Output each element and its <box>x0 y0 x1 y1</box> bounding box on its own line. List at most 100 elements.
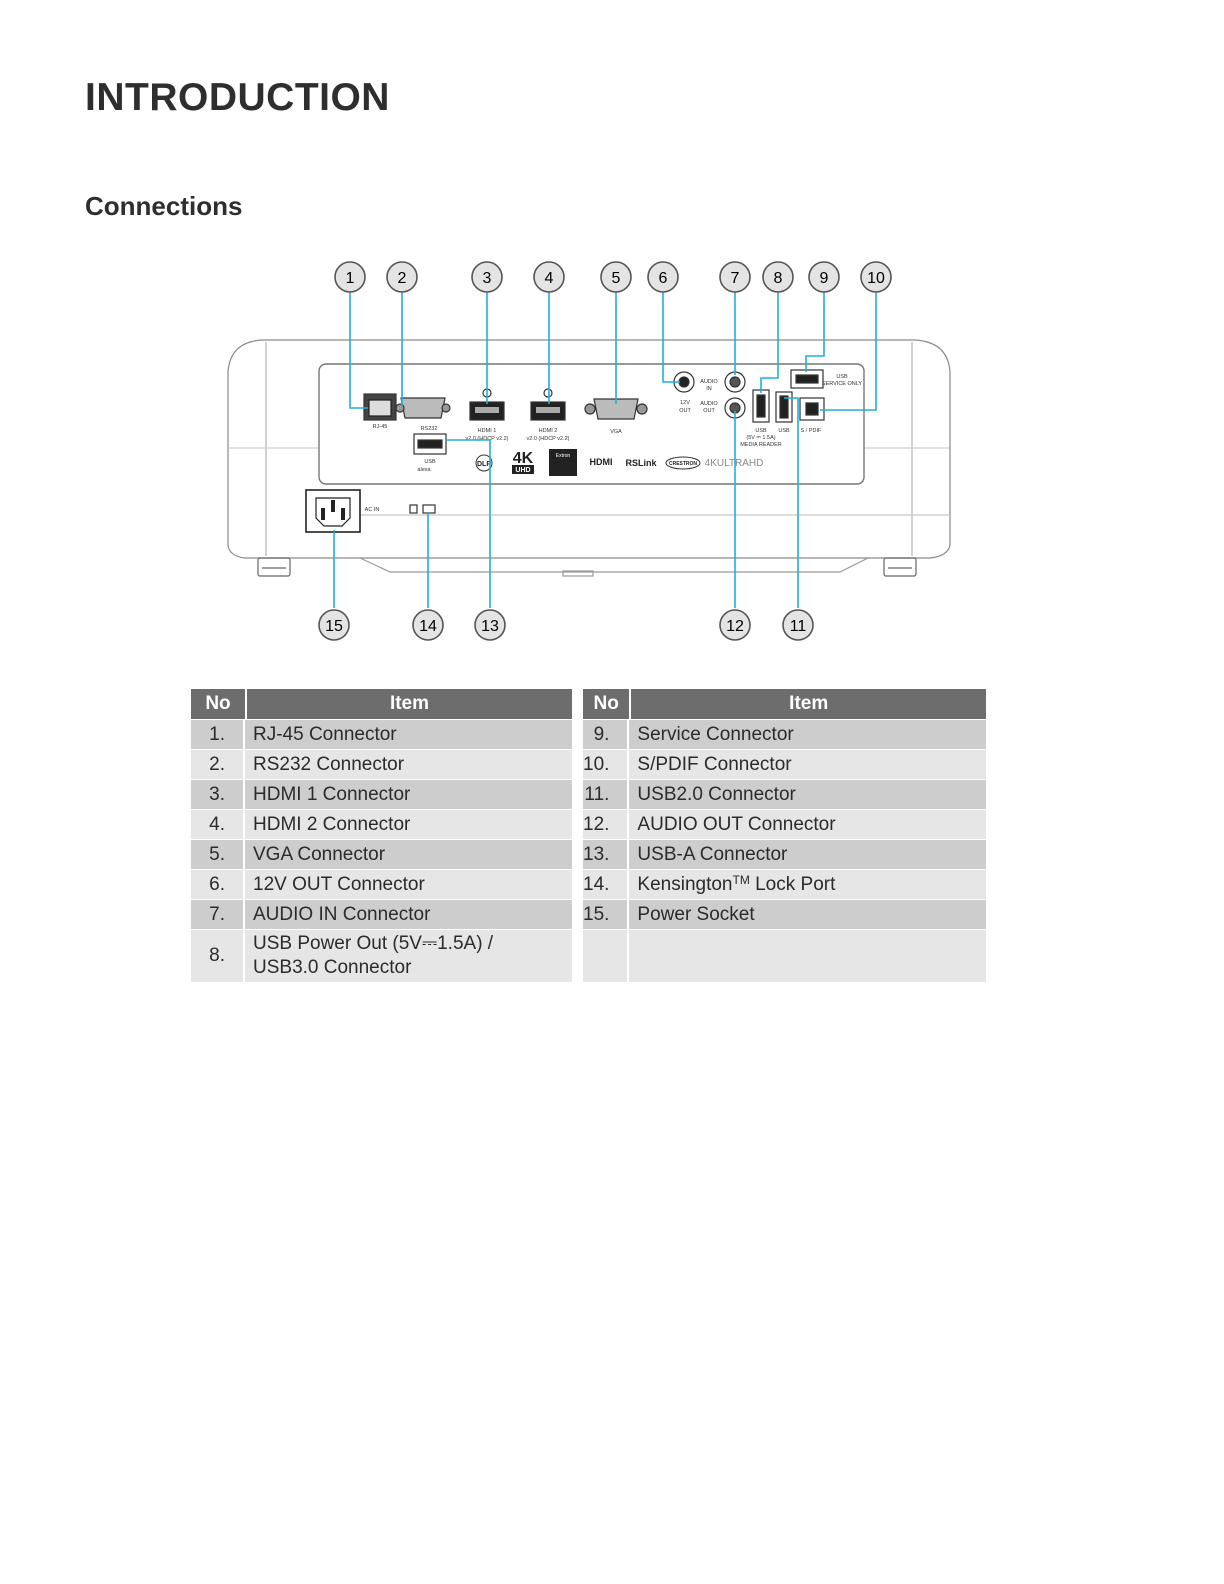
column-header-item: Item <box>245 689 572 720</box>
label-spdif: S / PDIF <box>801 428 822 434</box>
callout-5: 5 <box>600 261 632 293</box>
row-item: 12V OUT Connector <box>245 870 572 900</box>
table-row: 6. 12V OUT Connector <box>191 870 572 900</box>
svg-text:14: 14 <box>419 618 437 635</box>
svg-text:4: 4 <box>545 270 554 287</box>
row-item: AUDIO OUT Connector <box>629 810 986 840</box>
kensington-text: Kensington <box>637 874 733 895</box>
label-vga: VGA <box>610 429 622 435</box>
row-number: 5. <box>191 840 245 870</box>
row-number: 15. <box>583 900 630 930</box>
svg-text:3: 3 <box>483 270 492 287</box>
label-audio-out-b: OUT <box>703 408 715 414</box>
callout-14: 14 <box>412 609 444 641</box>
callout-9: 9 <box>808 261 840 293</box>
row-item: S/PDIF Connector <box>629 750 986 780</box>
row-item: KensingtonTM Lock Port <box>629 870 986 900</box>
table-row: 14. KensingtonTM Lock Port <box>583 870 986 900</box>
label-usb-service-b: SERVICE ONLY <box>822 381 862 387</box>
connector-graphics <box>305 369 825 533</box>
svg-text:2: 2 <box>398 270 407 287</box>
row-number: 10. <box>583 750 630 780</box>
label-rs232: RS232 <box>421 426 438 432</box>
row-number: 13. <box>583 840 630 870</box>
row-item <box>629 930 986 983</box>
logo-4k-ultrahd: 4KULTRAHD <box>705 458 764 469</box>
svg-text:13: 13 <box>481 618 499 635</box>
svg-text:6: 6 <box>659 270 668 287</box>
callout-8: 8 <box>762 261 794 293</box>
io-panel <box>318 363 865 485</box>
row-item: HDMI 1 Connector <box>245 780 572 810</box>
section-heading: Connections <box>85 191 243 221</box>
column-header-item: Item <box>629 689 986 720</box>
table-row: 11. USB2.0 Connector <box>583 780 986 810</box>
label-hdmi1: HDMI 1 <box>478 428 497 434</box>
label-audio-out-a: AUDIO <box>700 401 718 407</box>
callout-13: 13 <box>474 609 506 641</box>
table-row: 9. Service Connector <box>583 720 986 750</box>
row-item: USB2.0 Connector <box>629 780 986 810</box>
table-row: 5. VGA Connector <box>191 840 572 870</box>
svg-text:7: 7 <box>731 270 740 287</box>
row-number: 2. <box>191 750 245 780</box>
label-audio-in-a: AUDIO <box>700 379 718 385</box>
svg-text:11: 11 <box>790 618 807 635</box>
table-row: 3. HDMI 1 Connector <box>191 780 572 810</box>
callout-leader-lines <box>333 292 877 608</box>
table-row: 1. RJ-45 Connector <box>191 720 572 750</box>
callout-2: 2 <box>386 261 418 293</box>
row-number: 8. <box>191 930 245 983</box>
logo-extron: Extron <box>556 453 571 459</box>
svg-text:15: 15 <box>325 618 343 635</box>
projector-rear-panel-diagram: RJ-45 RS232 HDMI 1 v2.0 (HDCP v2.2) HDMI… <box>227 261 951 641</box>
table-row: 12. AUDIO OUT Connector <box>583 810 986 840</box>
label-hdmi2: HDMI 2 <box>539 428 558 434</box>
column-header-no: No <box>191 689 245 720</box>
row-item: Power Socket <box>629 900 986 930</box>
svg-text:8: 8 <box>774 270 783 287</box>
label-audio-in-b: IN <box>706 386 712 392</box>
table-row: 4. HDMI 2 Connector <box>191 810 572 840</box>
label-usb-alexa-b: alexa <box>417 467 431 473</box>
row-number: 9. <box>583 720 630 750</box>
callout-11: 11 <box>782 609 814 641</box>
label-usb-power-b: (5V ⎓ 1.5A) <box>746 435 775 441</box>
page-title: INTRODUCTION <box>85 76 390 119</box>
callout-4: 4 <box>533 261 565 293</box>
label-hdmi2-sub: v2.0 (HDCP v2.2) <box>527 436 570 442</box>
table-row-empty <box>583 930 986 983</box>
label-12v-a: 12V <box>680 400 690 406</box>
port-labels: RJ-45 RS232 HDMI 1 v2.0 (HDCP v2.2) HDMI… <box>365 374 863 513</box>
row-item: HDMI 2 Connector <box>245 810 572 840</box>
label-12v-b: OUT <box>679 408 691 414</box>
table-row: 10. S/PDIF Connector <box>583 750 986 780</box>
row-number: 3. <box>191 780 245 810</box>
table-row: 15. Power Socket <box>583 900 986 930</box>
logo-row: DLP 4K UHD Extron HDMI RSLink CRESTRON 4… <box>475 449 764 476</box>
row-item: RS232 Connector <box>245 750 572 780</box>
svg-text:1: 1 <box>346 270 355 287</box>
row-number: 7. <box>191 900 245 930</box>
logo-uhd: UHD <box>515 467 530 474</box>
svg-text:12: 12 <box>726 618 744 635</box>
row-item-line-1: USB Power Out (5V⎓1.5A) / <box>253 933 494 954</box>
row-number <box>583 930 630 983</box>
table-row: 13. USB-A Connector <box>583 840 986 870</box>
label-usb-power-c: MEDIA READER <box>740 442 782 448</box>
table-row: 2. RS232 Connector <box>191 750 572 780</box>
lock-port-text: Lock Port <box>749 874 836 895</box>
callout-6: 6 <box>647 261 679 293</box>
label-hdmi1-sub: v2.0 (HDCP v2.2) <box>466 436 509 442</box>
callout-badges: 1 2 3 4 5 6 7 8 9 10 11 12 13 14 15 <box>318 261 892 641</box>
label-rj45: RJ-45 <box>373 424 388 430</box>
table-row: 7. AUDIO IN Connector <box>191 900 572 930</box>
label-usb-alexa-a: USB <box>424 459 436 465</box>
row-item: VGA Connector <box>245 840 572 870</box>
row-number: 14. <box>583 870 630 900</box>
row-number: 12. <box>583 810 630 840</box>
label-ac-in: AC IN <box>365 507 380 513</box>
row-item-line-2: USB3.0 Connector <box>253 957 412 978</box>
svg-text:10: 10 <box>867 270 885 287</box>
row-item: USB Power Out (5V⎓1.5A) / USB3.0 Connect… <box>245 930 572 983</box>
